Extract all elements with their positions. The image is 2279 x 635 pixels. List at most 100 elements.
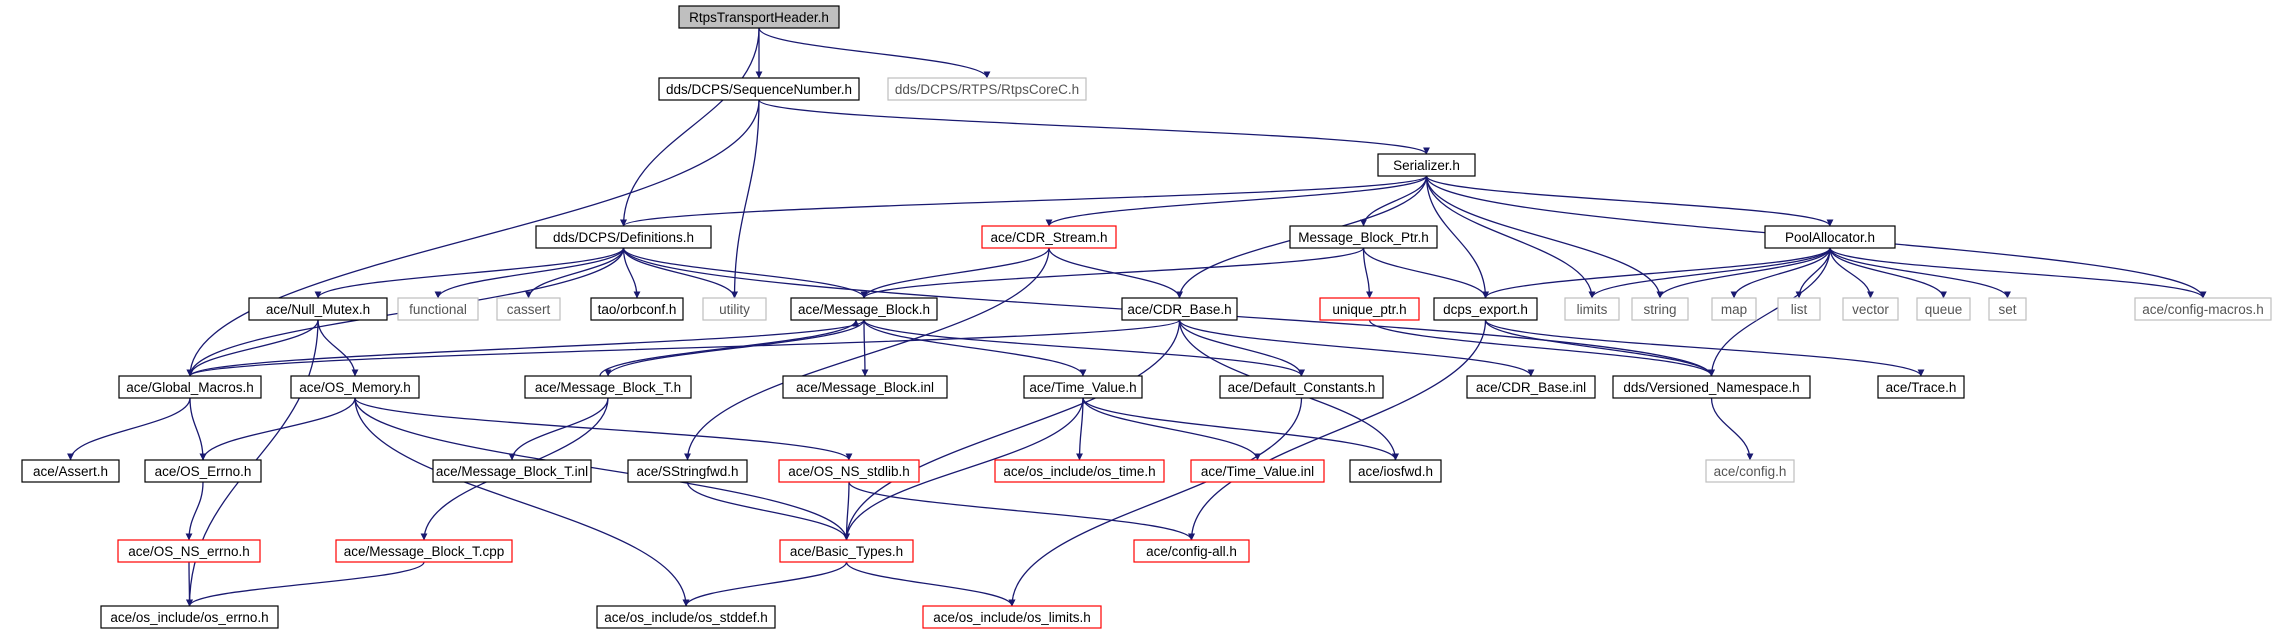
- node-box: [1705, 459, 1795, 483]
- node-bt[interactable]: ace/Basic_Types.h: [779, 539, 914, 563]
- node-iosfwd[interactable]: ace/iosfwd.h: [1349, 459, 1442, 483]
- node-mbp[interactable]: Message_Block_Ptr.h: [1289, 225, 1438, 249]
- edge-mbp-to-uptr: [1362, 247, 1373, 299]
- node-tvinl[interactable]: ace/Time_Value.inl: [1190, 459, 1325, 483]
- node-box: [1377, 153, 1476, 177]
- node-dc[interactable]: ace/Default_Constants.h: [1219, 375, 1384, 399]
- node-mb[interactable]: ace/Message_Block.h: [790, 297, 938, 321]
- node-mbtcpp[interactable]: ace/Message_Block_T.cpp: [335, 539, 513, 563]
- node-assert[interactable]: ace/Assert.h: [21, 459, 120, 483]
- node-box: [1289, 225, 1438, 249]
- node-mbt[interactable]: ace/Message_Block_T.h: [524, 375, 692, 399]
- edge-pool-to-cfgm: [1829, 247, 2207, 299]
- node-rtpsc[interactable]: dds/DCPS/RTPS/RtpsCoreC.h: [887, 77, 1087, 101]
- node-box: [1564, 297, 1620, 321]
- node-label: ace/Message_Block.inl: [796, 380, 934, 395]
- edge-mb-to-mbt: [604, 319, 865, 377]
- node-label: functional: [409, 302, 467, 317]
- node-box: [981, 225, 1117, 249]
- edge-ser-to-string: [1425, 175, 1664, 299]
- node-vector[interactable]: vector: [1842, 297, 1899, 321]
- node-cdrbi[interactable]: ace/CDR_Base.inl: [1466, 375, 1596, 399]
- node-errno[interactable]: ace/OS_Errno.h: [144, 459, 262, 483]
- node-stdlib[interactable]: ace/OS_NS_stdlib.h: [778, 459, 920, 483]
- node-map[interactable]: map: [1711, 297, 1757, 321]
- edge-gm-to-errno: [189, 397, 207, 461]
- node-box: [1433, 297, 1538, 321]
- node-null[interactable]: ace/Null_Mutex.h: [248, 297, 388, 321]
- node-cass[interactable]: cassert: [496, 297, 561, 321]
- node-func[interactable]: functional: [397, 297, 479, 321]
- node-box: [1988, 297, 2027, 321]
- node-box: [1023, 375, 1143, 399]
- node-label: ace/Message_Block_T.inl: [436, 464, 588, 479]
- node-label: dcps_export.h: [1443, 302, 1528, 317]
- node-ser[interactable]: Serializer.h: [1377, 153, 1476, 177]
- edge-stdlib-to-bt: [843, 481, 851, 541]
- node-box: [524, 375, 692, 399]
- edge-nserr-to-oserr: [185, 561, 193, 607]
- edge-ser-to-mbp: [1360, 175, 1428, 227]
- node-pool[interactable]: PoolAllocator.h: [1764, 225, 1896, 249]
- node-trace[interactable]: ace/Trace.h: [1877, 375, 1965, 399]
- node-queue[interactable]: queue: [1916, 297, 1971, 321]
- node-oserr[interactable]: ace/os_include/os_errno.h: [100, 605, 279, 629]
- node-label: ace/Default_Constants.h: [1228, 380, 1376, 395]
- node-box: [1133, 539, 1250, 563]
- edge-vns-to-config: [1710, 397, 1754, 461]
- node-box: [658, 77, 860, 101]
- node-label: ace/CDR_Stream.h: [990, 230, 1107, 245]
- node-mbinl[interactable]: ace/Message_Block.inl: [782, 375, 948, 399]
- node-cdrs[interactable]: ace/CDR_Stream.h: [981, 225, 1117, 249]
- node-cfgall[interactable]: ace/config-all.h: [1133, 539, 1250, 563]
- node-seq[interactable]: dds/DCPS/SequenceNumber.h: [658, 77, 860, 101]
- node-tv[interactable]: ace/Time_Value.h: [1023, 375, 1143, 399]
- node-gm[interactable]: ace/Global_Macros.h: [118, 375, 262, 399]
- node-nserr[interactable]: ace/OS_NS_errno.h: [117, 539, 261, 563]
- node-cfgm[interactable]: ace/config-macros.h: [2134, 297, 2272, 321]
- node-oslim[interactable]: ace/os_include/os_limits.h: [922, 605, 1102, 629]
- edge-ssfwd-to-bt: [686, 481, 850, 541]
- node-osmem[interactable]: ace/OS_Memory.h: [290, 375, 420, 399]
- node-root[interactable]: RtpsTransportHeader.h: [678, 5, 840, 29]
- edge-tv-to-ostime: [1076, 397, 1084, 461]
- node-config[interactable]: ace/config.h: [1705, 459, 1795, 483]
- node-string[interactable]: string: [1631, 297, 1689, 321]
- node-set[interactable]: set: [1988, 297, 2027, 321]
- node-box: [248, 297, 388, 321]
- node-orb[interactable]: tao/orbconf.h: [590, 297, 684, 321]
- edge-dcps-to-cfgall: [1188, 319, 1487, 541]
- edge-seq-to-gm: [186, 99, 760, 377]
- node-defs[interactable]: dds/DCPS/Definitions.h: [535, 225, 712, 249]
- edge-pool-to-vector: [1829, 247, 1874, 299]
- node-box: [702, 297, 767, 321]
- node-label: ace/OS_NS_errno.h: [128, 544, 250, 559]
- node-limits[interactable]: limits: [1564, 297, 1620, 321]
- node-box: [335, 539, 513, 563]
- edge-osmem-to-stdlib: [354, 397, 853, 461]
- edge-defs-to-null: [314, 247, 625, 299]
- node-label: set: [1998, 302, 2016, 317]
- edge-seq-to-util: [731, 99, 760, 299]
- edge-tv-to-iosfwd: [1082, 397, 1399, 461]
- node-box: [535, 225, 712, 249]
- node-uptr[interactable]: unique_ptr.h: [1319, 297, 1420, 321]
- node-vns[interactable]: dds/Versioned_Namespace.h: [1612, 375, 1811, 399]
- node-dcps[interactable]: dcps_export.h: [1433, 297, 1538, 321]
- node-label: ace/Message_Block_T.h: [535, 380, 681, 395]
- node-label: string: [1643, 302, 1676, 317]
- node-label: dds/Versioned_Namespace.h: [1623, 380, 1799, 395]
- edge-cdrb-to-gm: [186, 319, 1181, 377]
- node-mbtinl[interactable]: ace/Message_Block_T.inl: [432, 459, 592, 483]
- node-ssfwd[interactable]: ace/SStringfwd.h: [627, 459, 748, 483]
- node-label: utility: [719, 302, 750, 317]
- node-util[interactable]: utility: [702, 297, 767, 321]
- node-label: ace/os_include/os_time.h: [1003, 464, 1155, 479]
- node-cdrb[interactable]: ace/CDR_Base.h: [1121, 297, 1238, 321]
- node-ostime[interactable]: ace/os_include/os_time.h: [994, 459, 1165, 483]
- edge-cdrb-to-dc: [1178, 319, 1305, 377]
- edge-pool-to-string: [1656, 247, 1831, 299]
- node-list[interactable]: list: [1777, 297, 1821, 321]
- node-stddef[interactable]: ace/os_include/os_stddef.h: [596, 605, 776, 629]
- edge-mb-to-tv: [863, 319, 1087, 377]
